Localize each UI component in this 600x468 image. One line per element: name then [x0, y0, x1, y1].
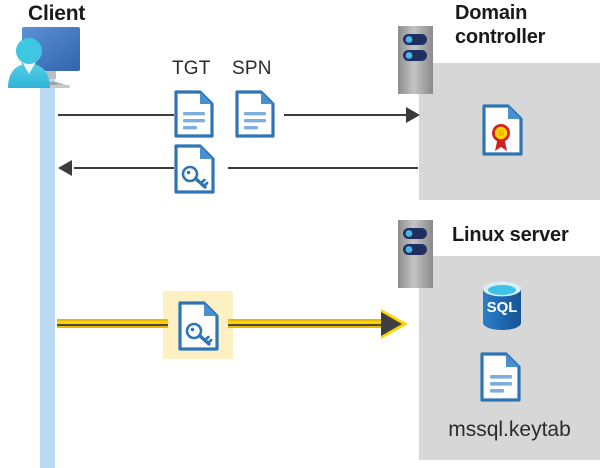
flow-keytab-line-right: [228, 319, 388, 328]
document-icon-spn: [235, 90, 275, 138]
client-lifeline: [40, 72, 55, 468]
server-rack-icon-linux-server: [398, 220, 433, 288]
domain-controller-title-line2: controller: [455, 25, 546, 48]
document-icon-tgt: [174, 90, 214, 138]
page-title-domain-controller: Domain controller: [455, 2, 595, 49]
document-icon-mssql-keytab: [480, 352, 521, 402]
sql-database-icon: SQL: [478, 280, 526, 332]
label-mssql-keytab: mssql.keytab: [448, 418, 571, 441]
arrow-left-icon: [58, 160, 72, 176]
certificate-document-icon: [482, 104, 523, 156]
flow-request-line-left: [58, 114, 174, 116]
arrow-right-highlight-icon: [381, 312, 402, 336]
flow-request-line-right: [284, 114, 416, 116]
arrow-right-icon: [406, 107, 420, 123]
domain-controller-title-line1: Domain: [455, 2, 528, 24]
document-key-icon-keytab-flow: [178, 301, 219, 351]
page-title-linux-server: Linux server: [452, 224, 569, 246]
flow-keytab-line-left: [57, 319, 168, 328]
server-rack-icon-domain-controller: [398, 26, 433, 94]
label-spn: SPN: [232, 58, 272, 79]
flow-response-line-left: [74, 167, 174, 169]
sql-label: SQL: [487, 299, 518, 316]
label-tgt: TGT: [172, 58, 211, 79]
document-key-icon-service-ticket: [174, 144, 215, 194]
page-title-client: Client: [28, 2, 86, 25]
client-computer-user-icon: [4, 22, 96, 100]
flow-response-line-right: [228, 167, 418, 169]
